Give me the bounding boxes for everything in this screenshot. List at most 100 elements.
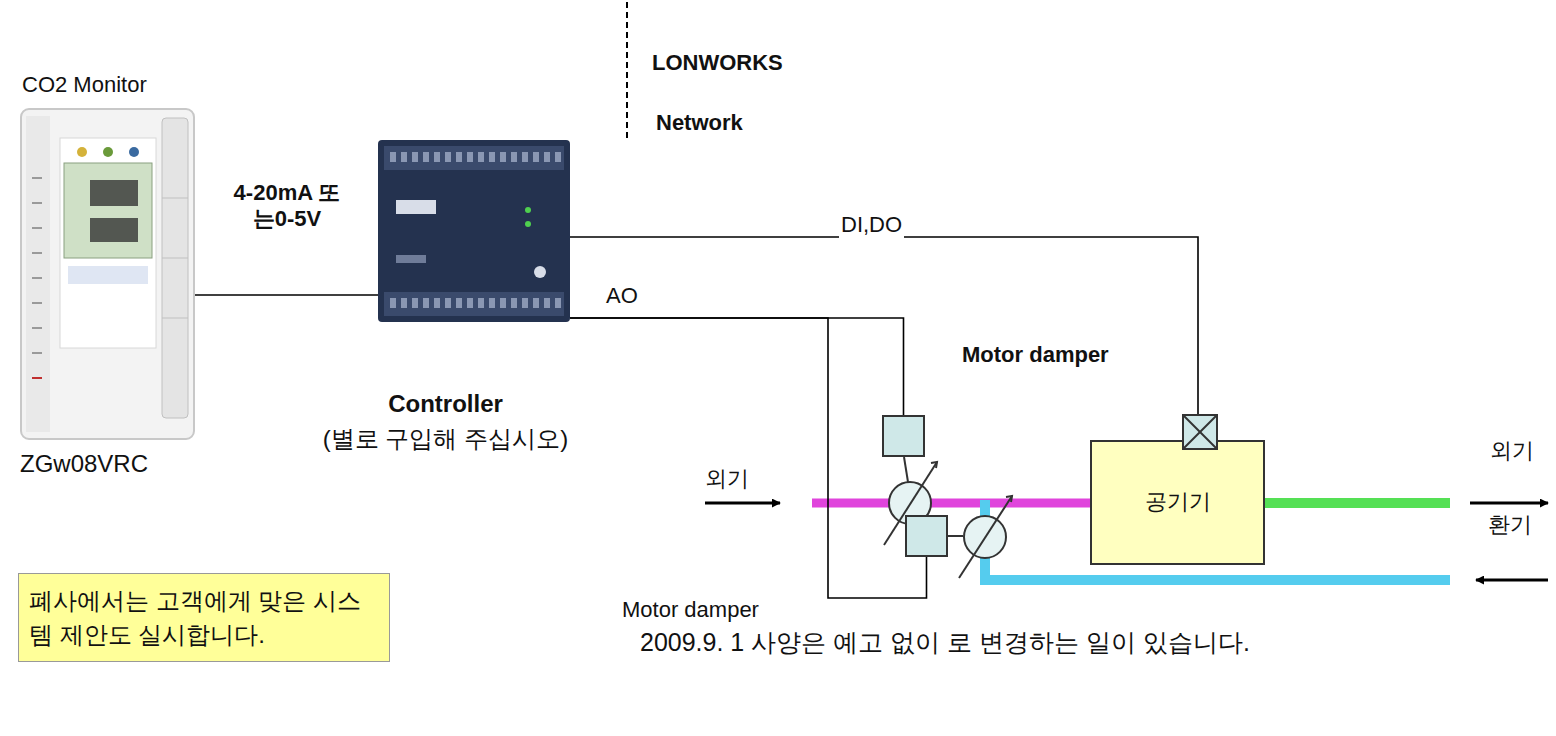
- drawing-part: [1183, 415, 1217, 449]
- drawing-part: [32, 377, 42, 379]
- damper-shaft: [948, 535, 963, 537]
- drawing-part: [489, 298, 495, 308]
- supply-duct: [1265, 498, 1450, 508]
- drawing-part: [522, 298, 528, 308]
- network-dashed-line: [626, 2, 628, 140]
- node-title: 폐사에서는 고객에게 맞은 시스템 제안도 실시합니다.: [29, 584, 381, 651]
- drawing-part: [77, 147, 87, 157]
- drawing-part: [378, 140, 570, 322]
- wire-line: [570, 318, 927, 598]
- drawing-part: [401, 152, 407, 162]
- drawing-part: [32, 177, 42, 179]
- drawing-part: [522, 152, 528, 162]
- drawing-part: [511, 152, 517, 162]
- drawing-part: [412, 152, 418, 162]
- signal-wire: [570, 237, 1198, 440]
- drawing-part: [21, 109, 194, 439]
- controller-illustration: [378, 140, 570, 322]
- node-title: Controller: [278, 390, 613, 419]
- node-title: CO2 Monitor: [22, 72, 147, 98]
- inlet-arrow: [705, 502, 780, 505]
- drawing-part: [32, 352, 42, 354]
- motor-damper-box: Motor damper: [905, 515, 948, 557]
- drawing-part: [467, 152, 473, 162]
- wire-line: [195, 294, 378, 296]
- network-label: Network: [656, 110, 743, 136]
- drawing-part: [32, 302, 42, 304]
- drawing-part: [445, 152, 451, 162]
- drawing-part: [423, 152, 429, 162]
- drawing-part: [390, 152, 396, 162]
- drawing-part: [434, 298, 440, 308]
- drawing-part: [32, 252, 42, 254]
- drawing-part: [32, 202, 42, 204]
- signal-label: DI,DO: [839, 212, 904, 238]
- drawing-part: [26, 116, 50, 432]
- signal-wire: [570, 318, 904, 415]
- drawing-part: [544, 298, 550, 308]
- drawing-part: [1006, 496, 1012, 502]
- drawing-part: [555, 298, 561, 308]
- drawing-part: [396, 255, 426, 263]
- air-handler-box: 공기기: [1090, 440, 1265, 565]
- drawing-part: [544, 152, 550, 162]
- flow-label: 외기: [1490, 438, 1534, 464]
- actuator-symbol: [1182, 414, 1218, 450]
- drawing-part: [525, 221, 531, 227]
- drawing-part: [68, 266, 148, 284]
- signal-label: 4-20mA 또는0-5V: [221, 180, 353, 233]
- flow-label: 외기: [705, 466, 749, 492]
- drawing-part: [533, 152, 539, 162]
- co2-monitor: CO2 MonitorZGw08VRC: [20, 108, 195, 440]
- drawing-part: [103, 147, 113, 157]
- drawing-part: [162, 118, 188, 418]
- drawing-part: [1183, 415, 1217, 449]
- drawing-part: [555, 152, 561, 162]
- drawing-part: [511, 298, 517, 308]
- drawing-part: [32, 227, 42, 229]
- drawing-part: [390, 298, 396, 308]
- drawing-part: [162, 318, 188, 319]
- drawing-part: [467, 298, 473, 308]
- drawing-part: [90, 218, 138, 242]
- co2-monitor-illustration: [20, 108, 195, 440]
- drawing-part: [384, 146, 564, 170]
- drawing-part: [489, 152, 495, 162]
- drawing-part: [401, 298, 407, 308]
- node-title: 공기기: [1145, 489, 1211, 515]
- damper-shaft: [904, 457, 908, 482]
- drawing-part: [534, 266, 546, 278]
- drawing-part: [129, 147, 139, 157]
- drawing-part: [445, 298, 451, 308]
- drawing-part: [500, 152, 506, 162]
- drawing-part: [384, 292, 564, 316]
- drawing-part: [412, 298, 418, 308]
- node-subtitle: ZGw08VRC: [20, 450, 148, 479]
- drawing-part: [959, 496, 1012, 578]
- drawing-part: [60, 138, 156, 348]
- drawing-part: [64, 163, 152, 258]
- node-subtitle: (별로 구입해 주십시오): [278, 425, 613, 454]
- controller-box: Controller(별로 구입해 주십시오): [378, 140, 570, 322]
- network-label: LONWORKS: [652, 50, 783, 76]
- wire-line: [570, 237, 1198, 440]
- outlet-arrow: [1470, 502, 1548, 505]
- drawing-part: [456, 152, 462, 162]
- drawing-part: [478, 152, 484, 162]
- signal-wire: [570, 318, 927, 598]
- signal-label: AO: [604, 283, 640, 309]
- drawing-part: [162, 258, 188, 259]
- drawing-part: [1183, 415, 1217, 449]
- drawing-part: [162, 198, 188, 199]
- drawing-part: [500, 298, 506, 308]
- drawing-part: [32, 178, 42, 353]
- drawing-part: [456, 298, 462, 308]
- drawing-part: [525, 207, 531, 213]
- node-title: Motor damper: [962, 342, 1109, 368]
- drawing-part: [434, 152, 440, 162]
- note-box: 폐사에서는 고객에게 맞은 시스템 제안도 실시합니다.: [18, 573, 390, 662]
- drawing-part: [32, 327, 42, 329]
- drawing-part: [931, 462, 937, 468]
- footer-note: 2009.9. 1 사양은 예고 없이 로 변경하는 일이 있습니다.: [640, 627, 1250, 657]
- drawing-part: [90, 180, 138, 206]
